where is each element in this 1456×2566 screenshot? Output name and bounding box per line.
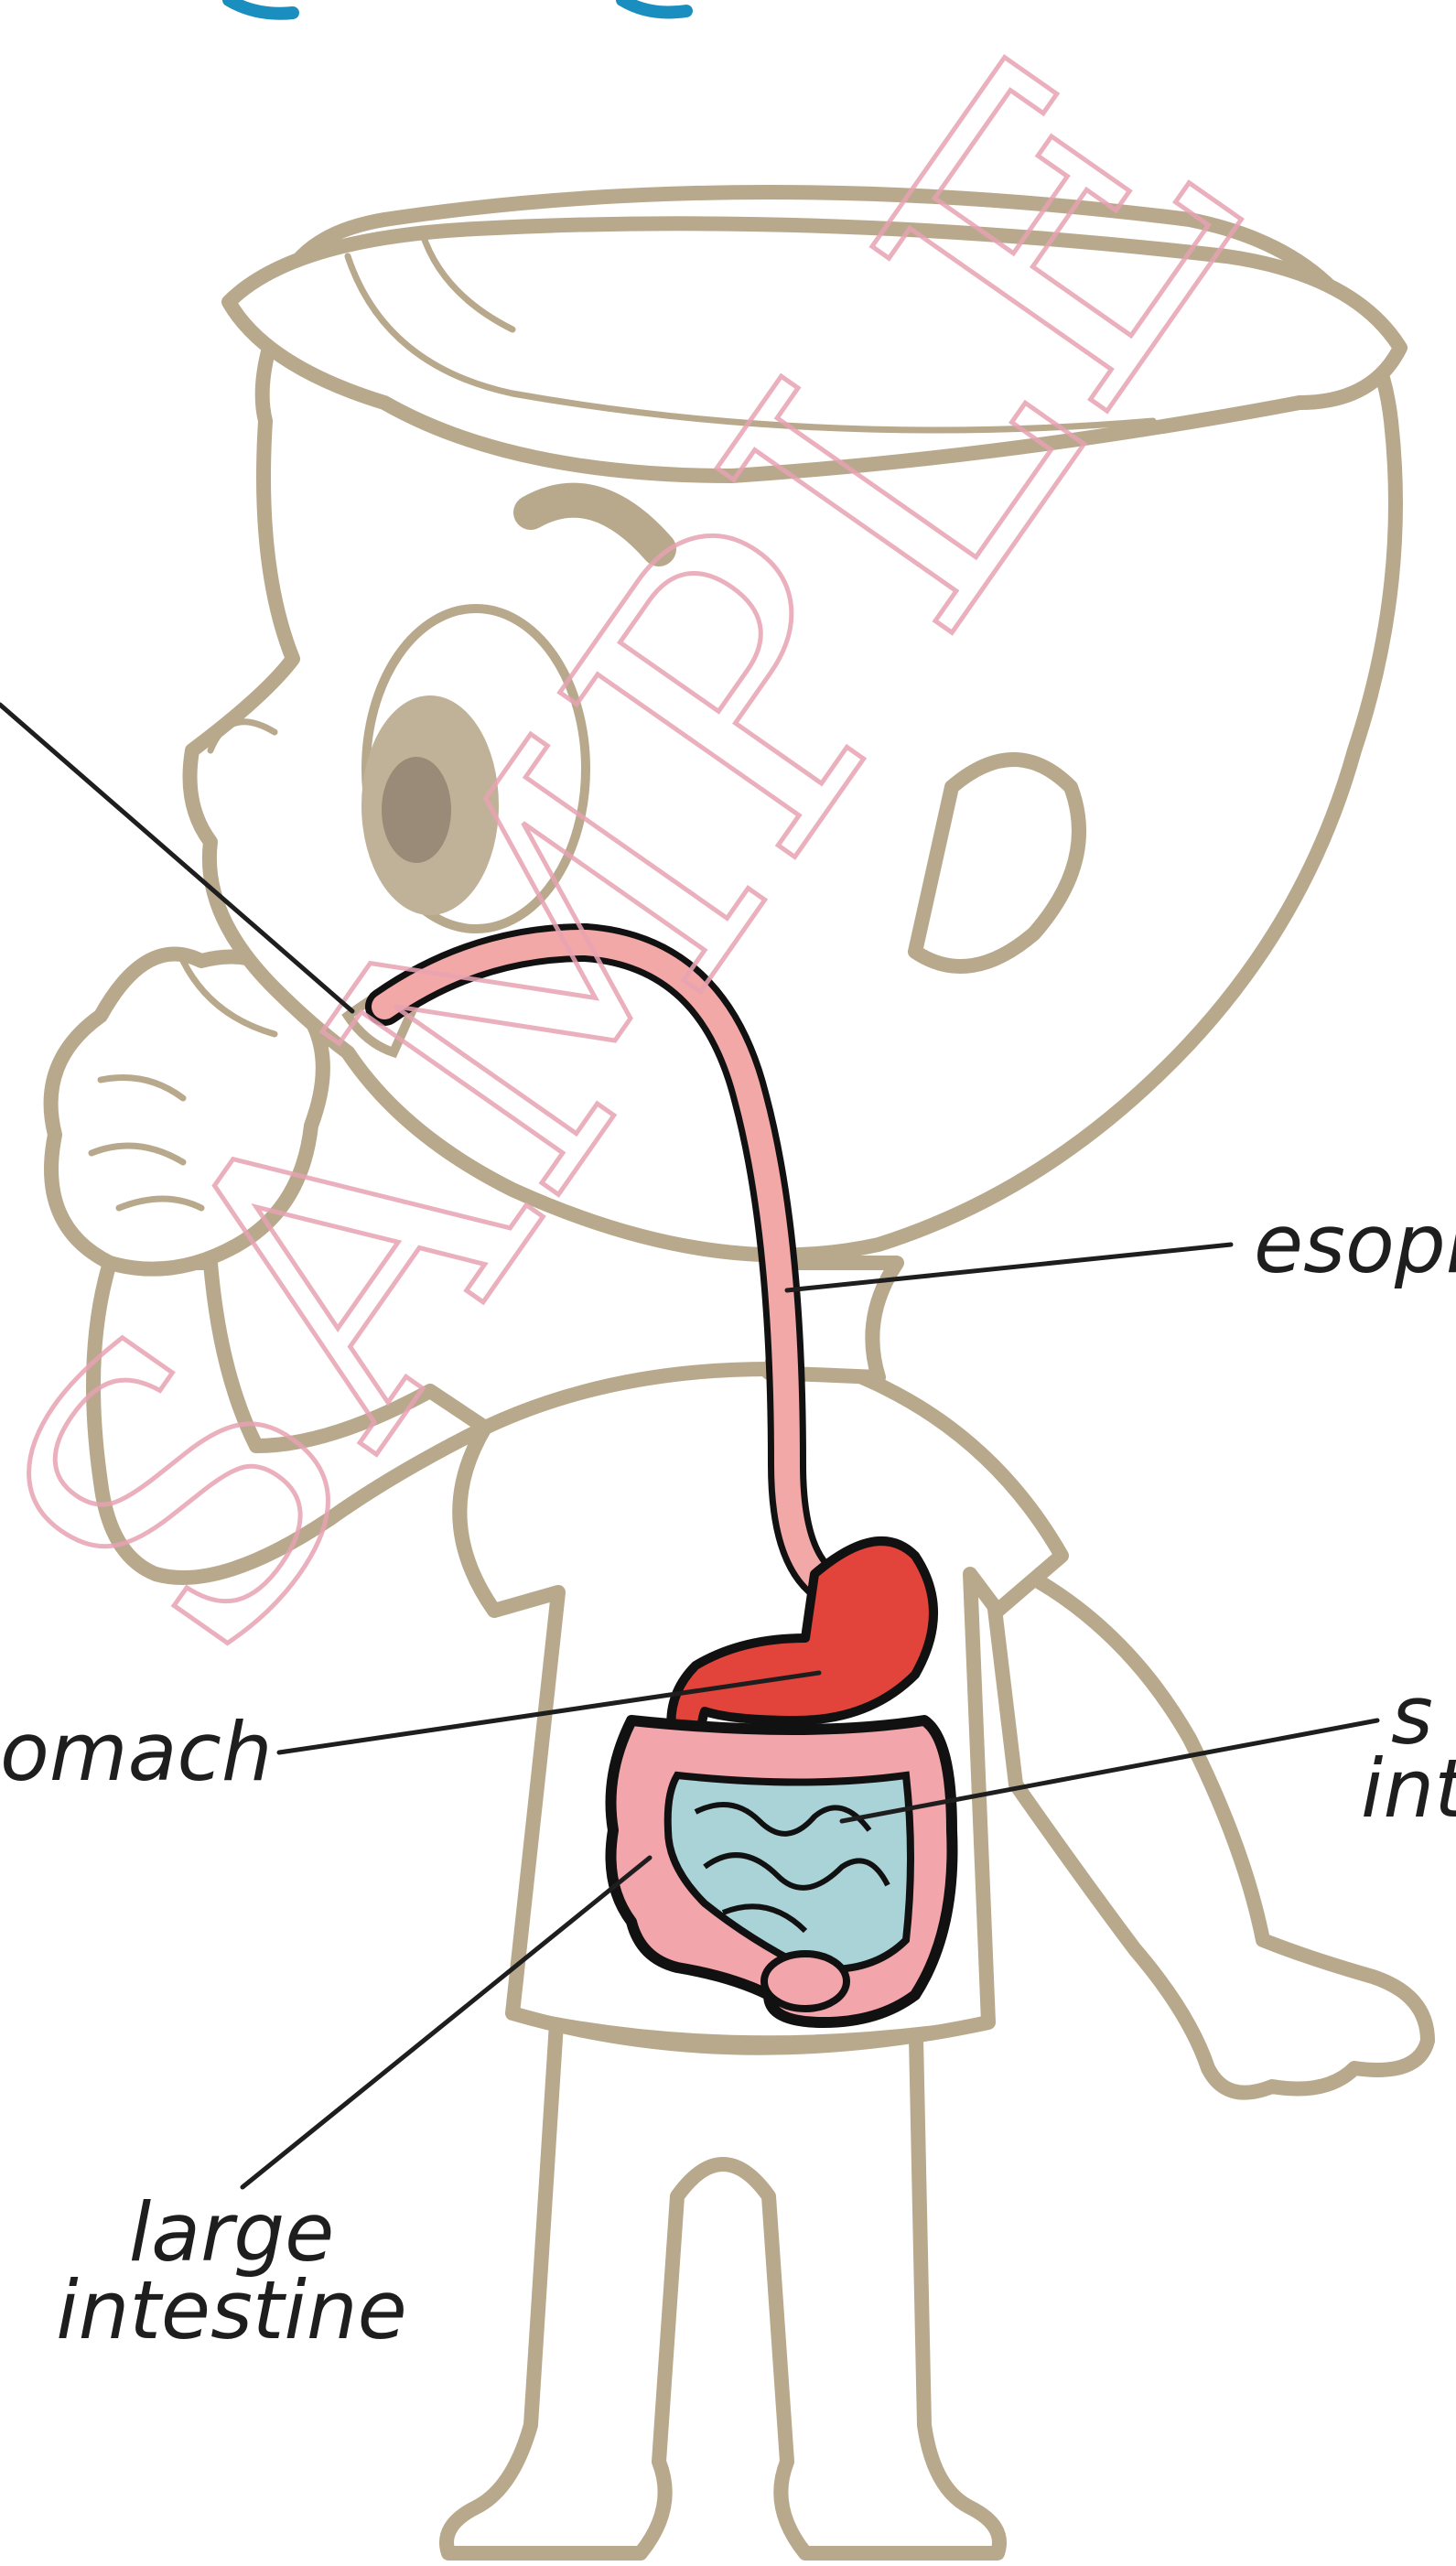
header-fragment — [229, 0, 686, 14]
stomach-label: omach — [0, 1705, 273, 1799]
boy-legs — [447, 1995, 999, 2553]
large-intestine-label-line2: intestine — [56, 2263, 407, 2357]
small-intestine-label-line2: int — [1361, 1741, 1456, 1836]
esophagus-label: esoph — [1254, 1197, 1456, 1291]
rectum-shape — [764, 1954, 847, 2009]
